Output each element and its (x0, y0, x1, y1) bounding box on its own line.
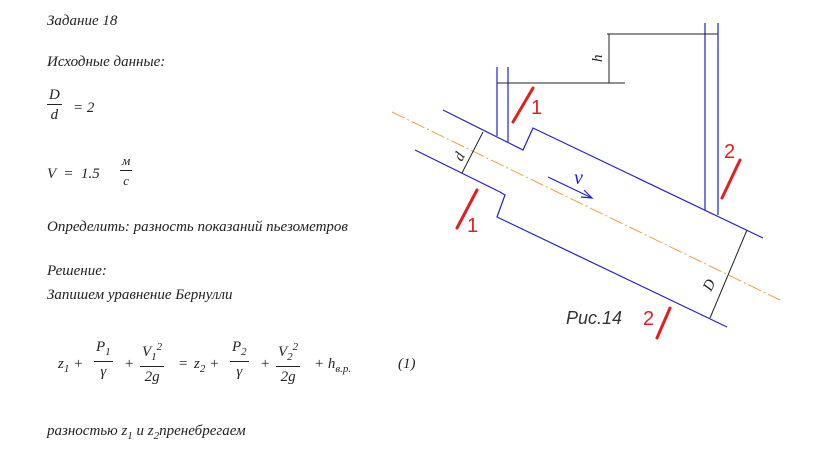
eq-v2-frac: V22 2g (276, 338, 301, 387)
unit-den: с (123, 173, 130, 188)
eq-number: (1) (398, 356, 416, 372)
note-text: разностью z1 и z2пренебрегаем (47, 423, 246, 442)
eq-v1-sq: 2 (156, 341, 163, 353)
velocity-arrow (547, 176, 593, 199)
eq-p1-sub: 1 (105, 346, 111, 358)
pipe-upper-wall (442, 109, 764, 239)
eq-v2: V (278, 344, 288, 360)
section-1-top-label: 1 (531, 97, 542, 119)
note-z1-sub: 1 (127, 430, 133, 442)
eq-z2: z (194, 356, 200, 372)
ratio-den: d (50, 107, 59, 123)
unit-num: м (120, 152, 133, 171)
eq-v2-sq: 2 (292, 341, 299, 353)
task-title: Задание 18 (47, 13, 118, 29)
eq-2g: 2g (144, 369, 160, 385)
velocity-arrowhead (580, 189, 594, 199)
eq-p1: P (96, 339, 106, 355)
ratio-fraction: D d (47, 86, 62, 125)
eq-gamma2: γ (236, 364, 243, 380)
note-z2-sub: 2 (153, 430, 160, 442)
eq-z2-sub: 2 (199, 363, 206, 375)
eq-plus3: + (314, 356, 325, 372)
ratio-num: D (47, 87, 62, 105)
section-2-top-label: 2 (724, 141, 735, 163)
eq-p1-frac: P1 γ (94, 338, 113, 382)
velocity-value: V = 1.5 (47, 166, 100, 182)
eq-z1-sub: 1 (63, 363, 70, 375)
v-label: v (574, 167, 583, 189)
pipe-lower-wall (414, 149, 728, 328)
solution-intro: Запишем уравнение Бернулли (47, 287, 233, 303)
eq-z1: z (58, 356, 64, 372)
section-1-bottom-mark (455, 188, 479, 230)
section-2-top-mark (720, 158, 742, 200)
section-1-bottom-label: 1 (467, 215, 478, 237)
ratio-rhs: = 2 (73, 100, 95, 116)
eq-v1-sub: 1 (151, 351, 157, 363)
note-z2: z (147, 423, 154, 439)
D-label: D (700, 277, 720, 295)
eq-p2: P (232, 339, 242, 355)
eq-v1-frac: V12 2g (140, 338, 165, 387)
section-1-top-mark (511, 86, 535, 124)
eq-p2-frac: P2 γ (230, 338, 249, 382)
eq-plus2: + (260, 356, 271, 372)
eq-2g2: 2g (280, 369, 296, 385)
note-pre: разностью (47, 423, 122, 439)
question-text: Определить: разность показаний пьезометр… (47, 219, 348, 235)
section-2-bottom-label: 2 (643, 308, 654, 330)
velocity-unit: м с (120, 152, 133, 191)
eq-h-sub: в.р. (335, 363, 352, 375)
section-2-bottom-mark (655, 306, 672, 340)
pipe-axis (391, 111, 781, 301)
note-z1: z (121, 423, 128, 439)
eq-h: h (327, 356, 336, 372)
eq-v2-sub: 2 (287, 351, 293, 363)
D-dimension (709, 229, 748, 319)
eq-gamma: γ (100, 364, 107, 380)
note-post: пренебрегаем (159, 423, 246, 439)
solution-label: Решение: (47, 263, 107, 279)
eq-p2-sub: 2 (241, 346, 247, 358)
eq-v1: V (142, 344, 152, 360)
d-label: d (451, 150, 469, 164)
figure-caption: Рис.14 (566, 308, 622, 328)
note-and: и (132, 423, 148, 439)
eq-plus: + (124, 356, 135, 372)
h-label: h (590, 55, 606, 63)
eq-equals: = (178, 356, 189, 372)
given-label: Исходные данные: (47, 54, 166, 70)
d-dimension (461, 131, 484, 174)
